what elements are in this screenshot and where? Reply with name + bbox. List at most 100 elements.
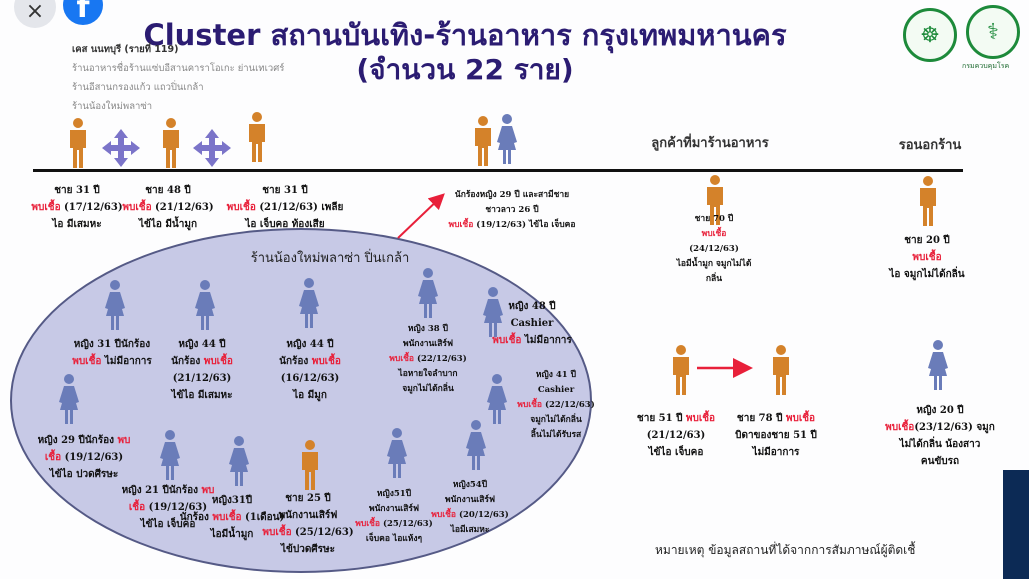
case-card: หญิง31ปีนักร้อง พบเชื้อ (1เดือน)ไอมีน้ำม… <box>180 492 284 543</box>
case-text: (25/12/63) <box>291 527 354 538</box>
case-line: พบเชื้อ(23/12/63) จมูก <box>885 419 995 436</box>
case-line: พบเชื้อ (25/12/63) <box>355 517 432 532</box>
case-card: หญิง 44 ปีนักร้อง พบเชื้อ(16/12/63)ไอ มี… <box>279 336 341 404</box>
case-line: ชาย 48 ปี <box>122 182 213 199</box>
case-line: พนักงานเสิร์ฟ <box>389 337 466 352</box>
ddc-logo: ⚕ <box>966 5 1020 59</box>
case-line: ไอมีเสมหะ <box>431 523 508 538</box>
close-button[interactable]: × <box>14 0 56 28</box>
case-text: หญิง 29 ปีนักร้อง <box>37 435 118 446</box>
case-line: หญิง 41 ปี <box>517 368 594 383</box>
case-text: Cashier <box>537 385 575 395</box>
case-text: หญิง 48 ปี <box>508 301 556 312</box>
case-line: พบเชื้อ (22/12/63) <box>517 398 594 413</box>
case-text: ไอมีน้ำมูก <box>210 529 254 540</box>
case-text: เจ็บคอ ไอแห้งๆ <box>365 534 423 544</box>
video-overlay-bar <box>1003 470 1029 579</box>
case-text: หญิง31ปี <box>211 495 253 506</box>
case-text: หญิง 44 ปี <box>286 339 334 350</box>
note-line: ร้านอีสานกรองแก้ว แถวปิ่นเกล้า <box>72 82 204 93</box>
infection-status: พบเชื้อ <box>517 400 543 410</box>
case-line: หญิง 21 ปีนักร้อง พบ <box>122 482 215 499</box>
case-text: ชาวลาว 26 ปี <box>485 205 539 215</box>
case-line: ไอ เจ็บคอ ท้องเสีย <box>227 216 344 233</box>
infection-status: พบเชื้อ <box>785 413 816 424</box>
case-text: หญิง 41 ปี <box>535 370 577 380</box>
transmission-arrow <box>397 193 445 239</box>
case-card: ชาย 31 ปีพบเชื้อ (21/12/63) เพลียไอ เจ็บ… <box>227 182 344 233</box>
case-line: ชาย 70 ปี <box>677 212 752 227</box>
case-text: ไข้ไอ ปวดศีรษะ <box>49 469 119 480</box>
case-text: (21/12/63) <box>646 430 706 441</box>
case-text: พนักงานเสิร์ฟ <box>278 510 338 521</box>
case-text: (21/12/63) <box>172 373 232 384</box>
case-line: ไข้ปวดศีรษะ <box>262 541 353 558</box>
title-line2: (จำนวน 22 ราย) <box>356 53 574 86</box>
case-line: ชาวลาว 26 ปี <box>449 203 576 218</box>
case-text: ไอมีน้ำมูก จมูกไม่ได้ <box>676 259 752 269</box>
case-line: (16/12/63) <box>279 370 341 387</box>
case-text: จมูกไม่ได้กลิ่น <box>530 415 582 425</box>
header-customers: ลูกค้าที่มาร้านอาหาร <box>651 136 769 151</box>
case-line: หญิง 20 ปี <box>885 402 995 419</box>
case-text: ไม่มีอาการ <box>521 335 572 346</box>
female-person-icon <box>486 374 508 424</box>
infection-status: เชื้อ <box>128 502 146 513</box>
case-text: หญิง 44 ปี <box>178 339 226 350</box>
case-text: หญิง 20 ปี <box>916 405 964 416</box>
case-line: บิดาของชาย 51 ปี <box>735 427 817 444</box>
case-line: ไอ มีมูก <box>279 387 341 404</box>
case-card: ชาย 51 ปี พบเชื้อ (21/12/63) ไข้ไอ เจ็บคอ <box>637 410 715 461</box>
case-text: ไข้ปวดศีรษะ <box>280 544 335 555</box>
infection-status: เชื้อ <box>44 452 62 463</box>
male-person-icon <box>160 118 182 168</box>
bangkok-logo: ☸ <box>903 8 957 62</box>
infection-status: พบเชื้อ <box>389 354 415 364</box>
case-line: ไข้ไอ เจ็บคอ <box>637 444 715 461</box>
case-text: (1เดือน) <box>241 512 285 523</box>
case-card: หญิง 31 ปีนักร้องพบเชื้อ ไม่มีอาการ <box>72 336 152 370</box>
case-card: นักร้องหญิง 29 ปี และสามีชายชาวลาว 26 ปี… <box>449 188 576 233</box>
case-line: ชาย 25 ปี <box>262 490 353 507</box>
note-line: ร้านอาหารชื่อร้านแซ่บอีสานคาราโอเกะ ย่าน… <box>72 63 285 74</box>
case-card: หญิง 38 ปีพนักงานเสิร์ฟพบเชื้อ (22/12/63… <box>389 322 466 397</box>
case-line: หญิง 44 ปี <box>171 336 233 353</box>
case-line: ลิ้นไม่ได้รับรส <box>517 428 594 443</box>
infection-status: พบเชื้อ <box>226 202 256 213</box>
case-line: พบเชื้อ (17/12/63) <box>31 199 122 216</box>
case-text: หญิง 38 ปี <box>407 324 449 334</box>
case-text: ไอ เจ็บคอ ท้องเสีย <box>245 219 325 230</box>
venue-title: ร้านน้องใหม่พลาซ่า ปิ่นเกล้า <box>250 251 410 266</box>
case-text: (25/12/63) <box>380 519 433 529</box>
infection-status: พบเชื้อ <box>685 413 716 424</box>
case-line: ไข้ไอ เจ็บคอ <box>122 516 215 533</box>
move-arrows-icon <box>193 129 231 167</box>
case-text: พนักงานเสิร์ฟ <box>369 504 419 514</box>
case-text: ชาย 51 ปี <box>636 413 686 424</box>
case-line: ไข้ไอ มีเสมหะ <box>171 387 233 404</box>
facebook-icon: f <box>76 0 90 25</box>
case-line: พบเชื้อ (25/12/63) <box>262 524 353 541</box>
female-person-icon <box>927 340 949 390</box>
case-text: ชาย 48 ปี <box>145 185 191 196</box>
case-text: (17/12/63) <box>60 202 123 213</box>
note-line: เคส นนทบุรี (รายที่ 119) <box>72 44 179 55</box>
footnote: หมายเหตุ ข้อมูลสถานที่ได้จากการสัมภาษณ์ผ… <box>655 543 916 557</box>
case-text: นักร้อง <box>279 356 312 367</box>
female-person-icon <box>194 280 216 330</box>
male-person-icon <box>299 440 321 490</box>
case-text: ไม่มีอาการ <box>101 356 152 367</box>
infection-status: พบเชื้อ <box>448 220 474 230</box>
infection-status: พบเชื้อ <box>72 356 102 367</box>
case-card: หญิง 41 ปี Cashier พบเชื้อ (22/12/63) จมูกไ… <box>517 368 594 443</box>
case-text: คนขับรถ <box>920 456 960 467</box>
infection-status: พบเชื้อ <box>912 252 942 263</box>
case-line: จมูกไม่ได้กลิ่น <box>517 413 594 428</box>
case-text: ไข้ไอ มีน้ำมูก <box>138 219 198 230</box>
case-text: (19/12/63) <box>61 452 124 463</box>
infection-status: พบเชื้อ <box>431 510 457 520</box>
case-line: เชื้อ (19/12/63) <box>122 499 215 516</box>
case-text: (23/12/63) จมูก <box>914 422 995 433</box>
case-card: ชาย 78 ปี พบเชื้อบิดาของชาย 51 ปีไม่มีอา… <box>735 410 817 461</box>
